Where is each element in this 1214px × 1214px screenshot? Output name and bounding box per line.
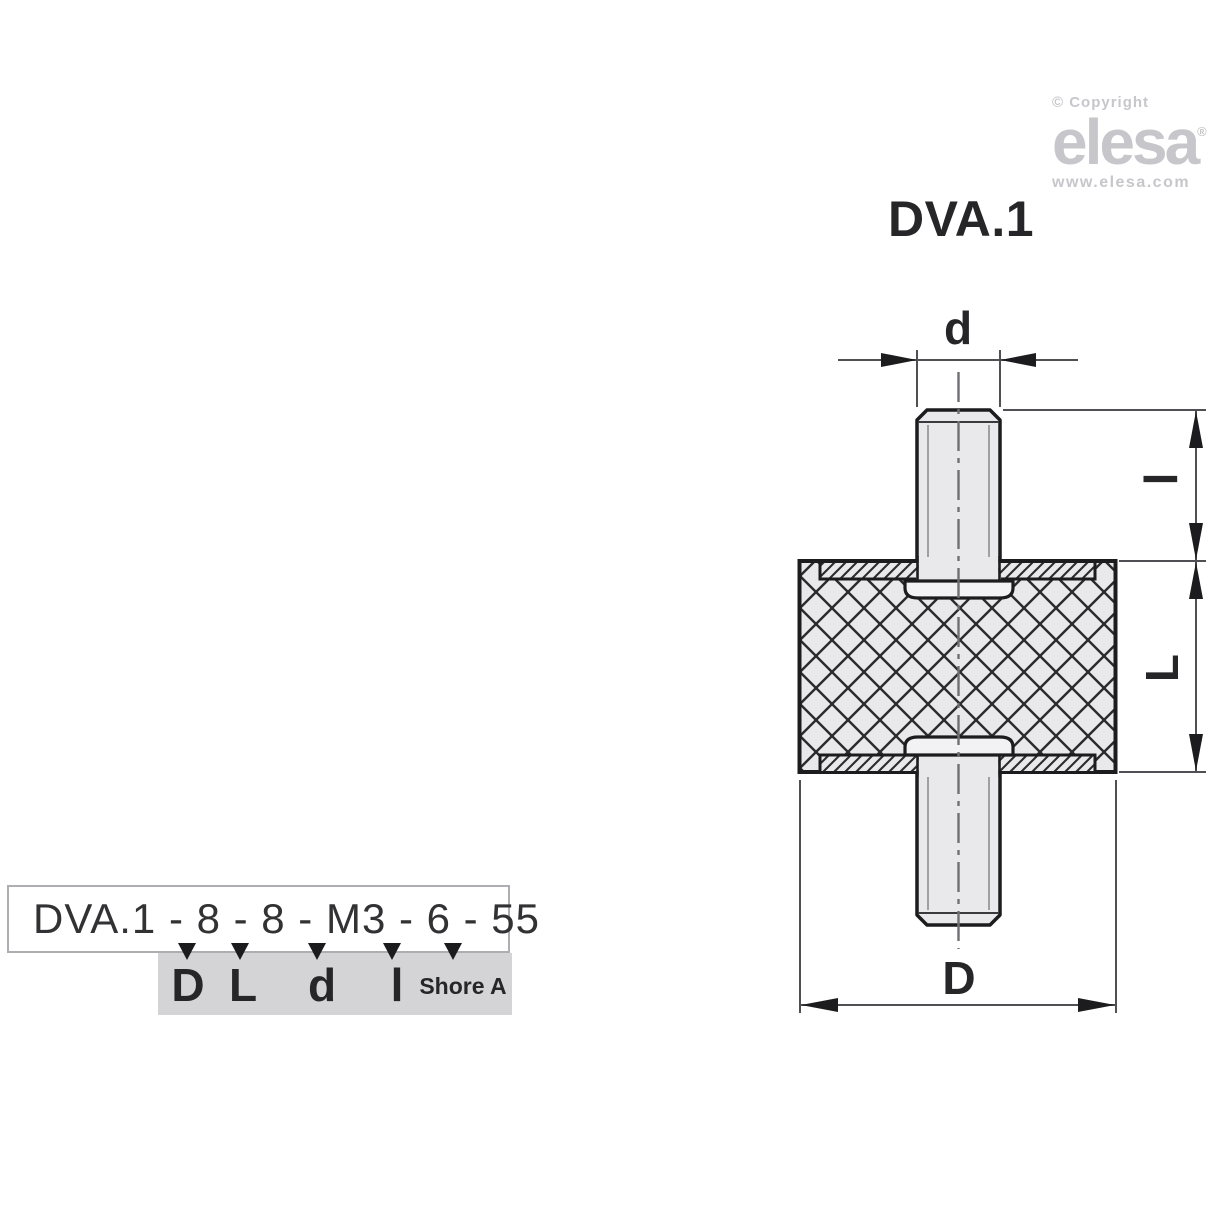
brand-logo: elesa <box>1052 106 1200 178</box>
logo: © Copyright elesa® www.elesa.com <box>1052 94 1212 192</box>
legend-label-d: d <box>307 959 337 1011</box>
down-arrow-icon <box>231 943 249 960</box>
dimension-d <box>838 350 1078 407</box>
arrowhead-down-icon <box>1189 734 1203 771</box>
bottom-plate <box>818 753 1097 771</box>
dim-label-d: d <box>943 302 973 354</box>
arrowhead-left-icon <box>1000 353 1036 367</box>
legend-label-D: D <box>171 959 205 1011</box>
down-arrow-icon <box>444 943 462 960</box>
arrowhead-down-icon <box>1189 523 1203 560</box>
website-text: www.elesa.com <box>1052 173 1191 191</box>
legend-label-l: l <box>390 959 404 1011</box>
arrowhead-right-icon <box>1078 998 1115 1012</box>
dim-label-L: L <box>1136 653 1188 683</box>
order-code-box: DVA.1 - 8 - 8 - M3 - 6 - 55 <box>7 885 539 953</box>
legend-label-shore-a: Shore A <box>419 972 507 999</box>
order-code-text: DVA.1 - 8 - 8 - M3 - 6 - 55 <box>33 895 541 942</box>
legend-label-L: L <box>228 959 258 1011</box>
arrowhead-left-icon <box>801 998 838 1012</box>
screw-head-bottom <box>903 735 1015 757</box>
dim-label-D: D <box>942 952 976 1004</box>
down-arrow-icon <box>383 943 401 960</box>
registered-mark-icon: ® <box>1197 124 1207 139</box>
arrowhead-up-icon <box>1189 411 1203 448</box>
dimension-l-L <box>1003 409 1206 773</box>
dimension-D <box>799 780 1117 1013</box>
arrowhead-right-icon <box>881 353 917 367</box>
down-arrow-icon <box>308 943 326 960</box>
legend-box <box>158 953 512 1015</box>
arrowhead-up-icon <box>1189 562 1203 599</box>
down-arrow-icon <box>178 943 196 960</box>
top-plate <box>818 563 1097 581</box>
page-title: DVA.1 <box>888 191 1035 247</box>
copyright-text: © Copyright <box>1052 94 1150 111</box>
dim-label-l: l <box>1135 472 1187 486</box>
